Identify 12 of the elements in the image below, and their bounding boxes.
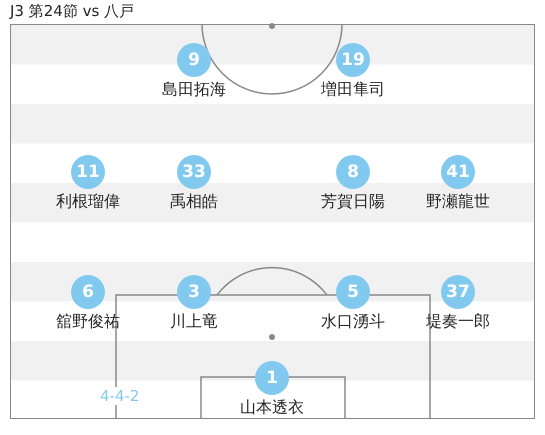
player-name: 川上竜 xyxy=(170,311,218,331)
player-name: 堤奏一郎 xyxy=(426,311,490,331)
player-name: 利根瑠偉 xyxy=(56,191,120,211)
title: J3 第24節 vs 八戸 xyxy=(10,2,134,21)
player-name: 禹相皓 xyxy=(170,191,218,211)
player-name: 野瀬龍世 xyxy=(426,191,490,211)
player-name: 増田隼司 xyxy=(321,79,385,99)
player-name: 島田拓海 xyxy=(162,79,226,99)
player-name: 山本透衣 xyxy=(240,397,304,417)
player-name: 舘野俊祐 xyxy=(56,311,120,331)
player-name: 水口湧斗 xyxy=(321,311,385,331)
player-name: 芳賀日陽 xyxy=(321,191,385,211)
